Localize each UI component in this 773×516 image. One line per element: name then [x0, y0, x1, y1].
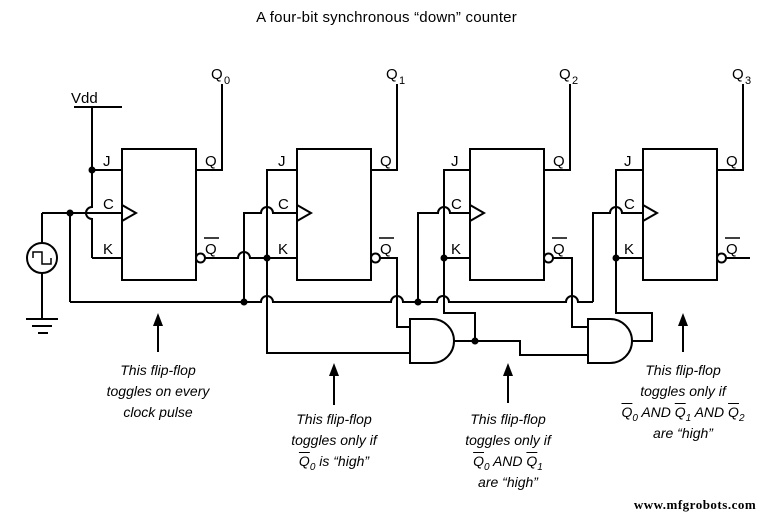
clock-pulse-glyph: [32, 251, 52, 265]
vdd-label: Vdd: [71, 90, 98, 107]
clock-rail-horizontal: [70, 295, 593, 303]
ff3-q-label: Q: [553, 153, 565, 170]
ff3-j-label: J: [451, 153, 459, 170]
ff2-qbar-bubble: [370, 252, 381, 264]
clock-edge-icon: [121, 203, 139, 223]
q2-output-wire: [544, 84, 571, 171]
and1-to-and2-wire: [454, 340, 588, 356]
ff2-c-label: C: [278, 196, 289, 213]
diagram-title: A four-bit synchronous “down” counter: [256, 9, 517, 26]
flipflop-4: J C K Q Q: [624, 148, 740, 281]
clock-edge-icon: [642, 203, 660, 223]
ff3-qbar-bubble: [543, 252, 554, 264]
junction-dots: [66, 166, 620, 345]
ff4-q-label: Q: [726, 153, 738, 170]
and1-to-ff3-wire: [443, 169, 476, 341]
clock-edge-icon: [469, 203, 487, 223]
ff3-k-label: K: [451, 241, 461, 258]
ff1-q-label: Q: [205, 153, 217, 170]
vdd-supply: Vdd: [71, 90, 122, 259]
ff4-clock-riser: [592, 206, 643, 302]
q0-label: Q: [211, 66, 223, 83]
q2-subscript: 2: [572, 75, 578, 87]
watermark: www.mfgrobots.com: [633, 497, 757, 512]
ff2-clock-riser: [243, 206, 297, 302]
flipflop-2: J C K Q Q: [278, 148, 394, 281]
qbar1-wire: [380, 257, 410, 328]
qbar0-wire: [205, 251, 297, 259]
clock-edge-icon: [296, 203, 314, 223]
annotation-arrows: [153, 313, 688, 405]
ff2-j-label: J: [278, 153, 286, 170]
q2-label: Q: [559, 66, 571, 83]
ff4-k-label: K: [624, 241, 634, 258]
flipflop-3: J C K Q Q: [451, 148, 567, 281]
ff1-c-label: C: [103, 196, 114, 213]
ff4-qbar-bubble: [716, 252, 727, 264]
output-stems: [196, 84, 744, 171]
ground-icon: [26, 318, 58, 334]
ff1-k-label: K: [103, 241, 113, 258]
flipflop-1: J C K Q Q: [103, 148, 219, 281]
and2-to-ff4-wire: [615, 169, 653, 342]
q0-subscript: 0: [224, 75, 230, 87]
ff1-qbar-bubble: [195, 252, 206, 264]
and-gate-1: [409, 318, 455, 364]
ff2-k-label: K: [278, 241, 288, 258]
q1-output-wire: [371, 84, 398, 171]
ff2-qbar-label: Q: [380, 241, 392, 258]
q3-subscript: 3: [745, 75, 751, 87]
output-labels: Q 0 Q 1 Q 2 Q 3: [211, 66, 751, 87]
ff1-j-label: J: [103, 153, 111, 170]
q1-subscript: 1: [399, 75, 405, 87]
q3-label: Q: [732, 66, 744, 83]
ff2-q-label: Q: [380, 153, 392, 170]
and-gate-2: [587, 318, 633, 364]
ff4-j-label: J: [624, 153, 632, 170]
ff1-qbar-label: Q: [205, 241, 217, 258]
q0-output-wire: [196, 84, 223, 171]
ff3-c-label: C: [451, 196, 462, 213]
q3-output-wire: [717, 84, 744, 171]
ff4-c-label: C: [624, 196, 635, 213]
ff4-qbar-label: Q: [726, 241, 738, 258]
qbar2-wire: [553, 257, 588, 328]
vdd-vertical-wire: [85, 107, 93, 258]
clock-source: [26, 212, 122, 334]
ff3-qbar-label: Q: [553, 241, 565, 258]
q1-label: Q: [386, 66, 398, 83]
